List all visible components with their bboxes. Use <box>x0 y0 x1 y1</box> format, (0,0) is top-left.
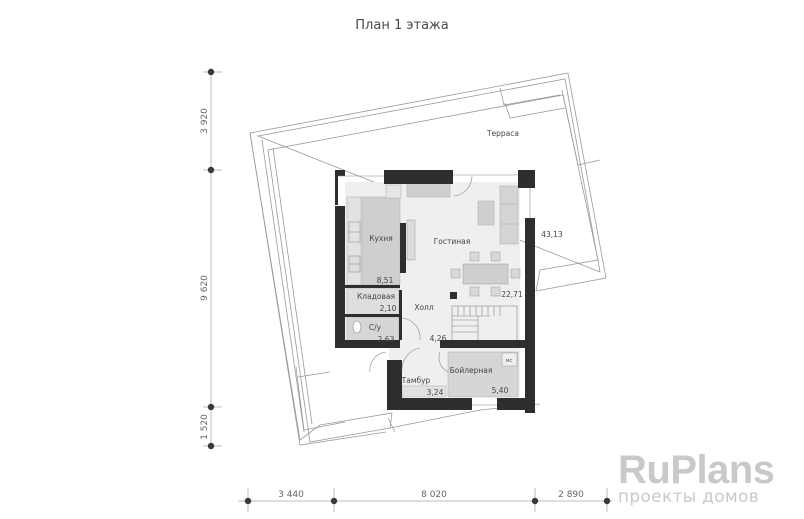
house-interior <box>345 182 521 398</box>
room-label-storage: Кладовая <box>357 292 395 301</box>
boiler-tag: мс <box>506 358 513 364</box>
logo-main: RuPlans <box>618 448 775 492</box>
dim-v-3: 1 520 <box>200 414 210 440</box>
dim-v-2: 9 620 <box>200 275 210 301</box>
dim-v-1: 3 920 <box>200 108 210 134</box>
dining-chairs <box>450 251 521 297</box>
room-area-terrace: 43,13 <box>541 230 563 239</box>
room-label-wc: С/у <box>369 323 382 332</box>
room-area-kitchen: 8,51 <box>377 276 394 285</box>
coffee-table-icon <box>477 200 495 226</box>
toilet-icon <box>352 320 362 334</box>
horizontal-dimension-dots <box>244 497 611 505</box>
windows-and-doors <box>338 174 531 406</box>
room-label-terrace: Терраса <box>486 129 519 138</box>
room-label-boiler: Бойлерная <box>450 366 493 375</box>
walls <box>335 170 535 413</box>
dim-h-1: 3 440 <box>278 490 304 500</box>
dim-h-3: 2 890 <box>558 490 584 500</box>
storage-room <box>346 287 400 316</box>
logo-sub: проекты домов <box>618 487 760 507</box>
vertical-dimension-dots <box>207 68 215 450</box>
room-area-wc: 2,63 <box>378 335 395 344</box>
logo: RuPlans проекты домов <box>618 450 775 506</box>
room-label-tambour: Тамбур <box>401 376 431 385</box>
column <box>450 292 457 299</box>
room-area-hall: 4,26 <box>430 334 447 343</box>
room-area-tambour: 3,24 <box>427 388 444 397</box>
room-label-living: Гостиная <box>434 237 471 246</box>
room-area-storage: 2,10 <box>380 304 397 313</box>
room-area-boiler: 5,40 <box>492 386 509 395</box>
sofa-icon <box>499 185 519 245</box>
plan-title: План 1 этажа <box>355 18 449 33</box>
fireplace-icon <box>400 223 406 273</box>
room-label-hall: Холл <box>414 303 434 312</box>
room-area-living: 22,71 <box>501 290 523 299</box>
dining-table-icon <box>462 263 509 285</box>
kitchen-counter <box>361 196 401 286</box>
room-label-kitchen: Кухня <box>369 234 393 243</box>
dim-h-2: 8 020 <box>421 490 447 500</box>
